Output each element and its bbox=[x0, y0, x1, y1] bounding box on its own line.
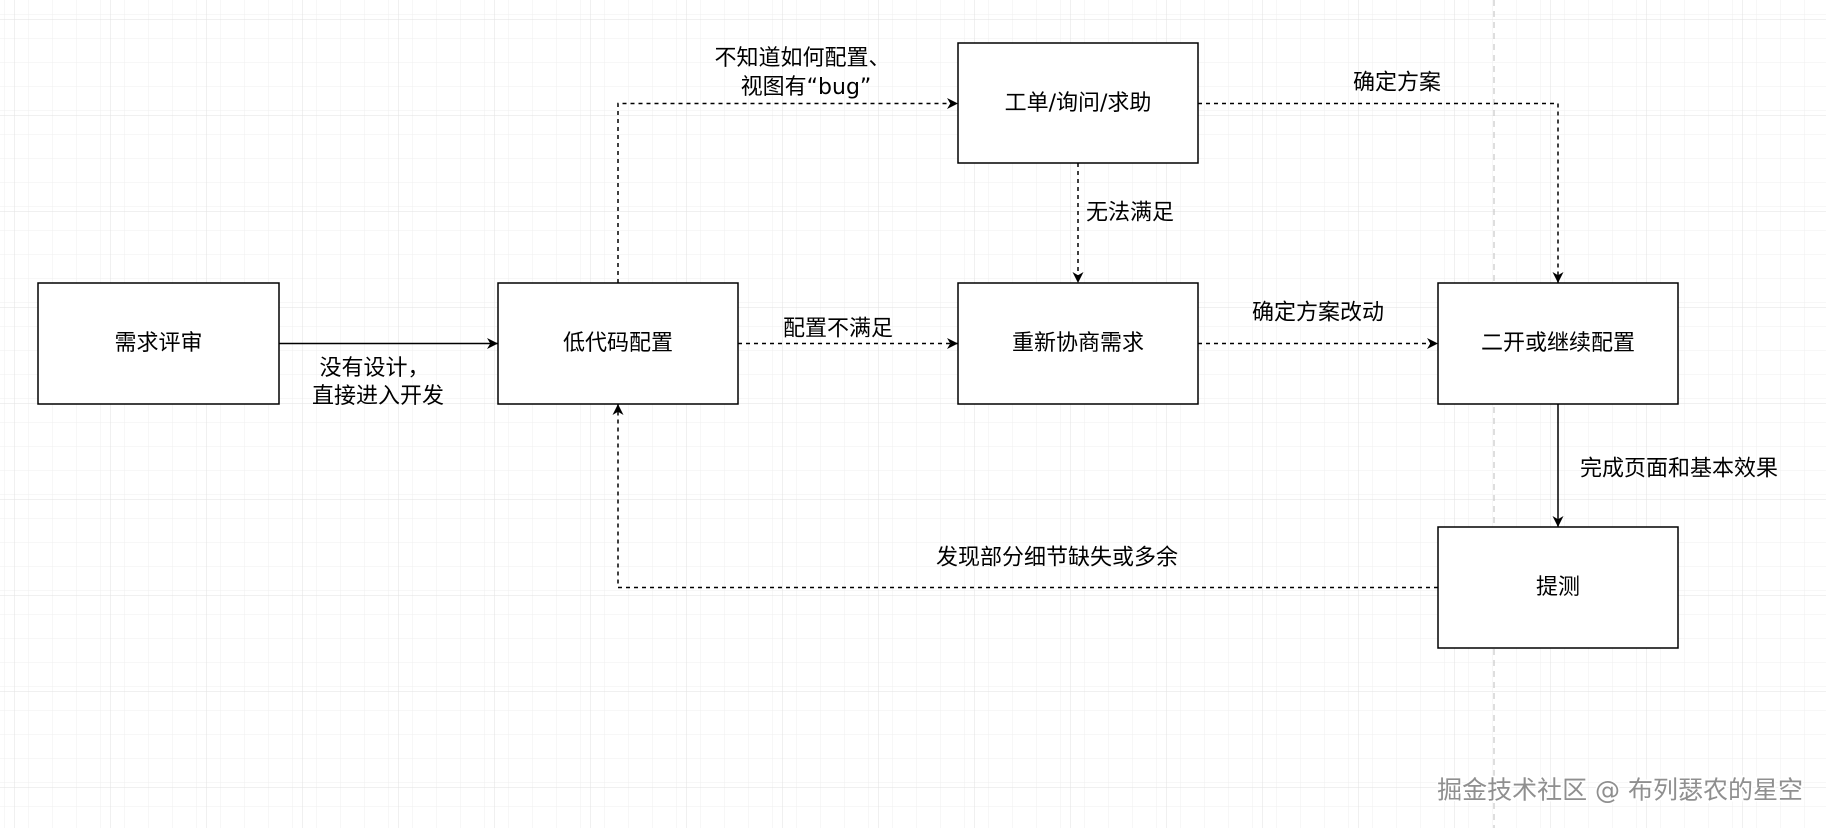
node-renegotiate: 重新协商需求 bbox=[957, 282, 1199, 405]
watermark-text: 掘金技术社区 @ 布列瑟农的星空 bbox=[1437, 776, 1803, 805]
label-config-unsatisfied: 配置不满足 bbox=[783, 317, 893, 342]
edge-ticket-to-custom-dev bbox=[1198, 102, 1564, 283]
label-confirm-plan: 确定方案 bbox=[1353, 71, 1441, 96]
node-lowcode: 低代码配置 bbox=[497, 282, 739, 405]
label-complete-page: 完成页面和基本效果 bbox=[1580, 457, 1778, 482]
edge-lowcode-to-ticket bbox=[617, 98, 958, 283]
node-test: 提测 bbox=[1437, 526, 1679, 649]
label-unknown-config-line-1: 不知道如何配置、 bbox=[714, 46, 890, 71]
label-unknown-config: 不知道如何配置、 视图有“bug” bbox=[714, 46, 897, 100]
node-renegotiate-label: 重新协商需求 bbox=[1012, 331, 1144, 356]
label-missing-details: 发现部分细节缺失或多余 bbox=[936, 546, 1178, 571]
label-unknown-config-line-2: 视图有“bug” bbox=[741, 75, 872, 100]
label-cannot-satisfy: 无法满足 bbox=[1086, 201, 1174, 226]
label-no-design: 没有设计， 直接进入开发 bbox=[312, 356, 444, 409]
node-custom-dev: 二开或继续配置 bbox=[1437, 282, 1679, 405]
edge-test-to-lowcode bbox=[612, 404, 1438, 589]
node-review-label: 需求评审 bbox=[114, 331, 202, 356]
label-no-design-line-2: 直接进入开发 bbox=[312, 384, 444, 409]
node-review: 需求评审 bbox=[37, 282, 280, 405]
node-test-label: 提测 bbox=[1536, 575, 1580, 600]
label-confirm-change: 确定方案改动 bbox=[1252, 301, 1384, 326]
node-lowcode-label: 低代码配置 bbox=[563, 331, 673, 356]
node-custom-dev-label: 二开或继续配置 bbox=[1481, 331, 1635, 356]
node-ticket-label: 工单/询问/求助 bbox=[1005, 91, 1152, 116]
node-ticket: 工单/询问/求助 bbox=[957, 42, 1199, 164]
label-no-design-line-1: 没有设计， bbox=[319, 356, 429, 381]
